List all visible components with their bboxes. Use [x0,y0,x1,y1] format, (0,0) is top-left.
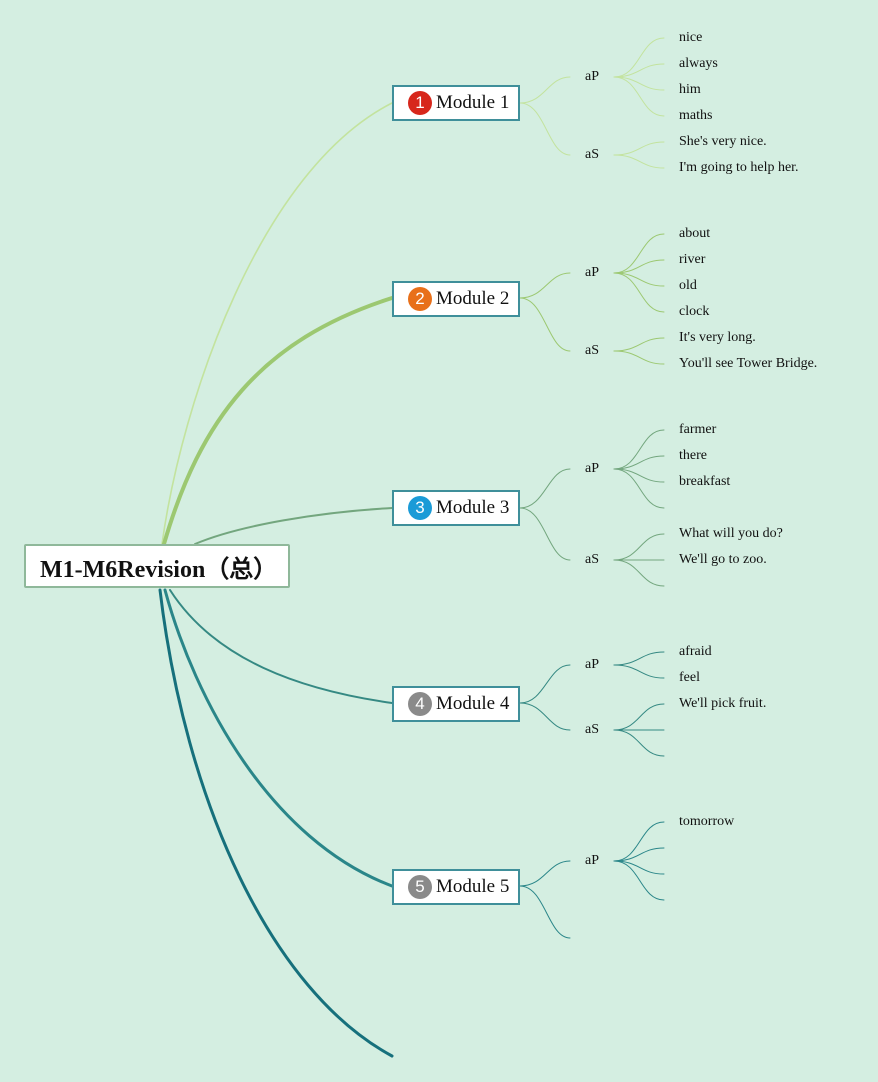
leaf-item[interactable]: breakfast [679,474,731,489]
leaf-branch [613,703,665,731]
leaf-branch [613,664,665,679]
main-branch [194,507,393,545]
leaf-branch [613,860,665,875]
leaf-branch [613,468,665,509]
module-2-ap-label[interactable]: aP [585,265,599,280]
leaf-item[interactable]: always [679,56,718,71]
leaf-branch [613,337,665,352]
sub-branch [519,468,571,509]
main-branch [162,296,394,546]
module-1-as-label[interactable]: aS [585,147,599,162]
root-topic[interactable]: M1-M6Revision（总） [24,544,290,588]
leaf-branch [613,63,665,78]
leaf-branch [613,233,665,274]
leaf-item[interactable]: him [679,82,701,97]
sub-branch [519,885,571,939]
leaf-item[interactable]: afraid [679,644,712,659]
sub-branch [519,102,571,156]
leaf-item[interactable]: feel [679,670,700,685]
module-4-topic[interactable]: 4 Module 4 [392,686,520,722]
leaf-item[interactable]: It's very long. [679,330,756,345]
module-3-label: Module 3 [436,497,510,518]
leaf-branch [613,821,665,862]
module-4-label: Module 4 [436,693,510,714]
sub-branch [519,76,571,104]
priority-3-icon: 3 [408,496,432,520]
priority-5-icon: 5 [408,875,432,899]
leaf-item[interactable]: about [679,226,711,241]
sub-branch [519,507,571,561]
module-2-as-label[interactable]: aS [585,343,599,358]
module-4-ap-label[interactable]: aP [585,657,599,672]
module-5-ap-label[interactable]: aP [585,853,599,868]
leaf-branch [613,272,665,313]
leaf-branch [613,76,665,117]
module-3-as-label[interactable]: aS [585,552,599,567]
leaf-item[interactable]: She's very nice. [679,134,767,149]
leaf-item[interactable]: tomorrow [679,814,735,829]
main-branch [158,588,394,1058]
leaf-branch [613,533,665,561]
sub-branch [519,272,571,299]
leaf-branch [613,429,665,470]
leaf-branch [613,455,665,470]
module-2-label: Module 2 [436,288,510,309]
main-branch [169,589,393,704]
main-branch [163,588,394,888]
module-5-topic[interactable]: 5 Module 5 [392,869,520,905]
priority-1-icon: 1 [408,91,432,115]
leaf-branch [613,141,665,156]
leaf-branch [613,847,665,862]
priority-2-icon: 2 [408,287,432,311]
leaf-item[interactable]: nice [679,30,703,45]
leaf-branch [613,651,665,666]
module-4-as-label[interactable]: aS [585,722,599,737]
leaf-item[interactable]: old [679,278,697,293]
module-3-ap-label[interactable]: aP [585,461,599,476]
module-1-ap-label[interactable]: aP [585,69,599,84]
priority-4-icon: 4 [408,692,432,716]
module-5-label: Module 5 [436,876,510,897]
leaf-item[interactable]: We'll pick fruit. [679,696,767,711]
leaf-item[interactable]: there [679,448,707,463]
leaf-branch [613,37,665,78]
leaf-branch [613,350,665,365]
leaf-branch [613,468,665,483]
leaf-branch [613,272,665,287]
leaf-branch [613,729,665,757]
module-2-topic[interactable]: 2 Module 2 [392,281,520,317]
leaf-branch [613,259,665,274]
module-1-label: Module 1 [436,92,510,113]
sub-branch [519,702,571,731]
root-topic-label: M1-M6Revision（总） [40,556,278,583]
sub-branch [519,297,571,352]
sub-branch [519,860,571,887]
leaf-item[interactable]: You'll see Tower Bridge. [679,356,818,371]
leaf-branch [613,559,665,587]
module-3-topic[interactable]: 3 Module 3 [392,490,520,526]
sub-branch [519,664,571,704]
leaf-item[interactable]: farmer [679,422,717,437]
leaf-item[interactable]: clock [679,304,710,319]
leaf-item[interactable]: river [679,252,706,267]
leaf-item[interactable]: We'll go to zoo. [679,552,767,567]
leaf-branch [613,154,665,169]
leaf-item[interactable]: I'm going to help her. [679,160,799,175]
module-1-topic[interactable]: 1 Module 1 [392,85,520,121]
leaf-item[interactable]: What will you do? [679,526,783,541]
leaf-branch [613,76,665,91]
main-branch [161,102,393,545]
leaf-branch [613,860,665,901]
leaf-item[interactable]: maths [679,108,713,123]
